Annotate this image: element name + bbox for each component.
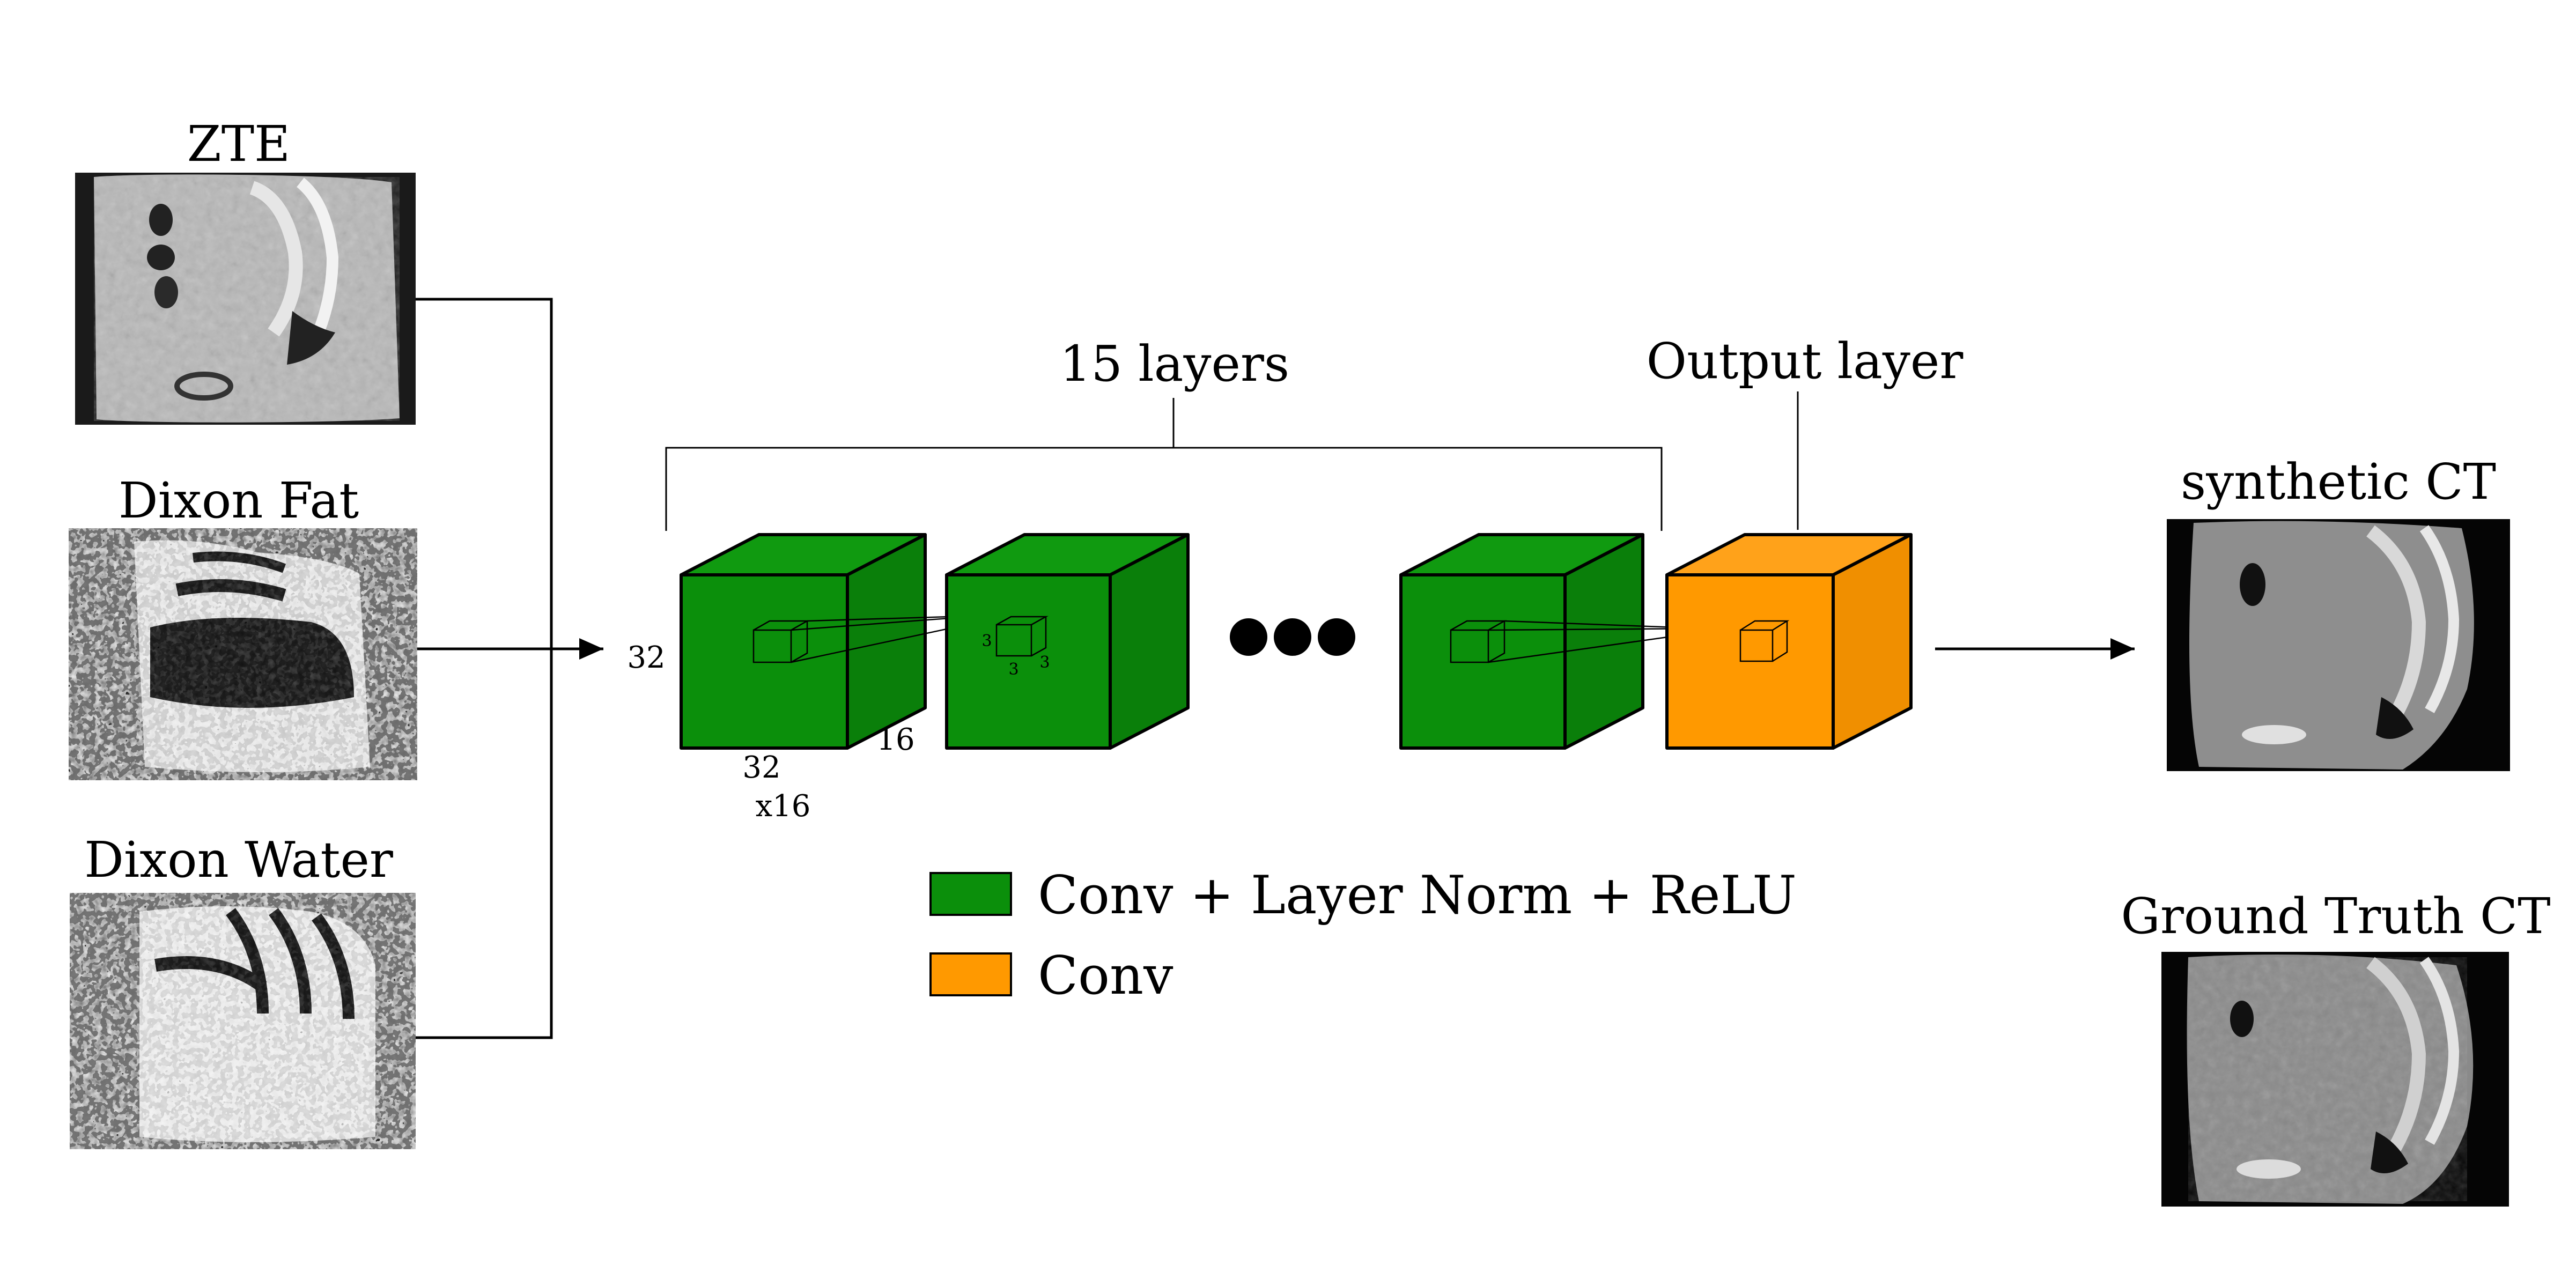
hidden-block-last bbox=[1399, 533, 1706, 750]
block-2-front bbox=[945, 573, 1112, 750]
block-1-front bbox=[680, 573, 849, 750]
block-last-front bbox=[1399, 573, 1567, 750]
kernel-dim-a: 3 bbox=[981, 632, 992, 650]
legend: Conv + Layer Norm + ReLU Conv bbox=[929, 865, 1797, 1007]
output-layer-label: Output layer bbox=[1647, 332, 1964, 390]
input-size-label: 32 bbox=[742, 750, 780, 785]
hidden-layers-bracket bbox=[665, 398, 1663, 531]
dixon-fat-label: Dixon Fat bbox=[119, 472, 359, 529]
legend-swatch-green bbox=[929, 872, 1012, 916]
output-block bbox=[1665, 533, 1913, 750]
synthetic-ct-label: synthetic CT bbox=[2181, 453, 2496, 511]
ground-truth-ct-label: Ground Truth CT bbox=[2121, 887, 2550, 945]
input-connector bbox=[416, 298, 603, 1039]
legend-swatch-orange bbox=[929, 952, 1012, 996]
kernel-dim-b: 3 bbox=[1008, 660, 1018, 679]
ground-truth-ct-image bbox=[2161, 952, 2509, 1207]
kernel-dim-c: 3 bbox=[1039, 653, 1050, 672]
zte-image bbox=[75, 173, 416, 425]
kernel-cube-output bbox=[1739, 620, 1790, 662]
zte-label: ZTE bbox=[187, 115, 290, 173]
kernel-cube-2 bbox=[995, 616, 1049, 657]
input-size-2-label: x16 bbox=[756, 789, 811, 824]
input-channels-label: 16 bbox=[876, 722, 914, 757]
dixon-water-image bbox=[70, 893, 416, 1149]
synthetic-ct-image bbox=[2167, 519, 2510, 771]
hidden-block-1 bbox=[680, 533, 985, 750]
dixon-water-label: Dixon Water bbox=[84, 831, 393, 889]
dixon-fat-image bbox=[69, 528, 417, 780]
hidden-block-2: 3 3 3 bbox=[945, 533, 1190, 750]
ellipsis-dots bbox=[1230, 618, 1355, 656]
hidden-layers-label: 15 layers bbox=[1060, 335, 1289, 393]
legend-label-conv: Conv bbox=[1038, 945, 1173, 1007]
input-depth-label: 32 bbox=[627, 640, 665, 675]
legend-label-conv-norm-relu: Conv + Layer Norm + ReLU bbox=[1038, 865, 1797, 926]
